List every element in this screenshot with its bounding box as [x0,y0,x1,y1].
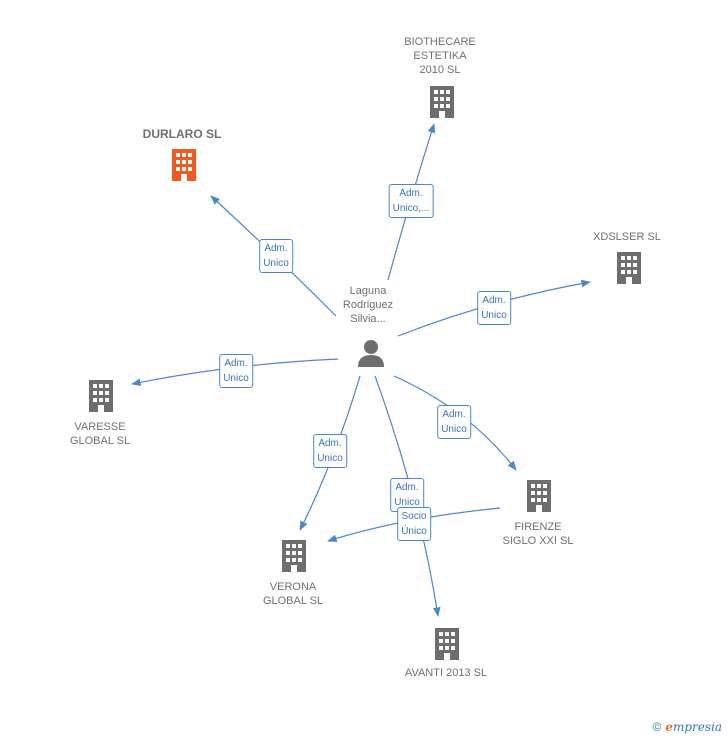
building-icon-firenze[interactable] [524,478,554,514]
building-icon-xdslser[interactable] [614,250,644,286]
edge-label-xdslser[interactable]: Adm. Unico [477,291,511,325]
edge-label-varesse[interactable]: Adm. Unico [219,354,253,388]
edge-label-verona[interactable]: Adm. Unico [313,434,347,468]
edge-label-firenze-verona[interactable]: Socio Único [397,507,431,541]
edge-label-biothecare[interactable]: Adm. Unico,... [388,184,434,218]
empresia-logo[interactable]: empresia [665,720,722,734]
company-verona-name[interactable]: VERONA GLOBAL SL [262,581,324,607]
building-icon-biothecare[interactable] [427,84,457,120]
company-biothecare-name[interactable]: BIOTHECARE ESTETIKA 2010 SL [404,36,476,76]
building-icon-avanti[interactable] [432,626,462,662]
company-firenze-name[interactable]: FIRENZE SIGLO XXI SL [502,521,574,547]
company-varesse-name[interactable]: VARESSE GLOBAL SL [69,421,131,447]
building-icon-varesse[interactable] [86,378,116,414]
edge-label-durlaro[interactable]: Adm. Unico [259,239,293,273]
footer-credit: © empresia [652,720,722,734]
building-icon-durlaro[interactable] [169,147,199,183]
center-person-name[interactable]: Laguna Rodriguez Silvia... [342,285,394,325]
company-xdslser-name[interactable]: XDSLSER SL [593,231,661,243]
building-icon-verona[interactable] [279,538,309,574]
person-icon[interactable] [356,338,386,368]
company-avanti-name[interactable]: AVANTI 2013 SL [404,667,488,679]
copyright-icon: © [652,720,662,734]
edge-label-firenze[interactable]: Adm. Unico [437,405,471,439]
edge-label-avanti[interactable]: Adm. Unico [390,478,424,512]
company-durlaro-name[interactable]: DURLARO SL [142,127,222,141]
